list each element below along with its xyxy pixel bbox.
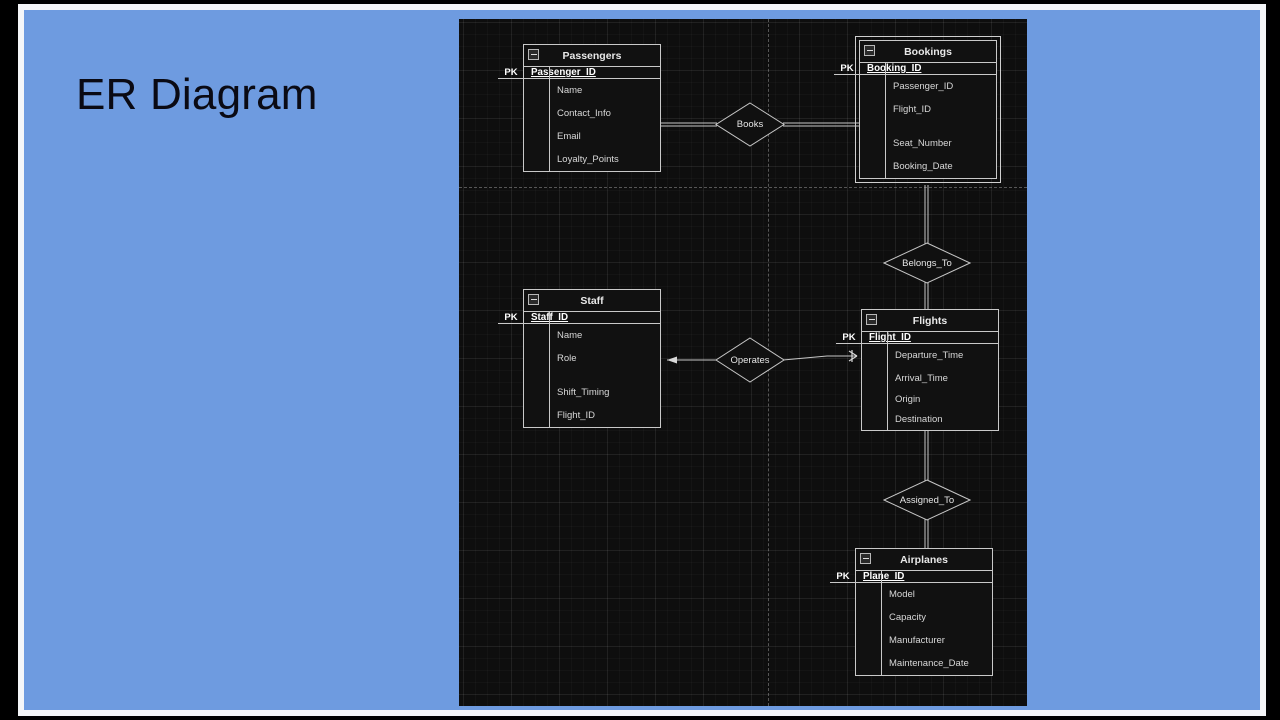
primary-key-row: PK Passenger_ID xyxy=(498,67,660,79)
relationship-label: Assigned_To xyxy=(899,494,955,506)
relationship-belongsto[interactable]: Belongs_To xyxy=(883,242,971,284)
relationship-books[interactable]: Books xyxy=(715,102,785,147)
entity-title: Passengers xyxy=(562,49,622,62)
primary-key-row: PK Staff_ID xyxy=(498,312,660,324)
attribute-list: Passenger_ID Flight_ID Seat_Number Booki… xyxy=(886,75,996,178)
entity-airplanes[interactable]: Airplanes PK Plane_ID Model Capacity Man… xyxy=(830,548,993,676)
pk-field: Booking_ID xyxy=(867,63,922,74)
attribute-spacer xyxy=(550,370,660,381)
attribute-row: Flight_ID xyxy=(557,410,596,421)
entity-title: Staff xyxy=(580,294,604,307)
entity-title: Airplanes xyxy=(900,553,948,566)
attribute-row: Passenger_ID xyxy=(893,81,954,92)
primary-key-row: PK Flight_ID xyxy=(836,332,998,344)
entity-body: PK Passenger_ID Name Contact_Info Email … xyxy=(498,67,660,171)
entity-header: Passengers xyxy=(524,45,660,67)
pk-label: PK xyxy=(840,63,854,74)
attribute-row: Origin xyxy=(895,394,921,405)
relationship-label: Books xyxy=(736,119,764,130)
attribute-row: Loyalty_Points xyxy=(557,154,619,165)
attribute-list: Model Capacity Manufacturer Maintenance_… xyxy=(882,583,992,675)
minimize-icon[interactable] xyxy=(528,49,539,60)
slide-frame: ER Diagram xyxy=(18,4,1266,716)
crowsfoot-flights xyxy=(848,350,858,362)
minimize-icon[interactable] xyxy=(866,314,877,325)
entity-staff[interactable]: Staff PK Staff_ID Name Role Shift_Timing xyxy=(498,289,661,428)
er-diagram-canvas[interactable]: Passengers PK Passenger_ID Name Contact_… xyxy=(459,19,1027,706)
key-column xyxy=(862,332,888,430)
link-flights-assignedto xyxy=(924,431,929,482)
attribute-row: Maintenance_Date xyxy=(889,658,969,669)
link-books-bookings xyxy=(783,122,859,127)
relationship-operates[interactable]: Operates xyxy=(715,337,785,383)
key-column xyxy=(524,312,550,427)
link-passengers-books xyxy=(661,122,717,127)
attribute-row: Shift_Timing xyxy=(557,387,610,398)
minimize-icon[interactable] xyxy=(860,553,871,564)
attribute-list: Departure_Time Arrival_Time Origin Desti… xyxy=(888,344,998,430)
entity-title: Flights xyxy=(912,314,948,327)
diamond-shape xyxy=(715,337,785,383)
attribute-row: Flight_ID xyxy=(893,104,932,115)
entity-header: Flights xyxy=(862,310,998,332)
entity-header: Staff xyxy=(524,290,660,312)
pk-label: PK xyxy=(842,332,856,343)
attribute-row: Seat_Number xyxy=(893,138,952,149)
diamond-shape xyxy=(883,242,971,284)
entity-body: PK Flight_ID Departure_Time Arrival_Time… xyxy=(836,332,998,430)
relationship-label: Belongs_To xyxy=(902,257,952,269)
diamond-shape xyxy=(883,479,971,521)
link-belongsto-flights xyxy=(924,281,929,309)
minimize-icon[interactable] xyxy=(528,294,539,305)
attribute-row: Name xyxy=(557,330,583,341)
link-operates-flights xyxy=(782,355,857,361)
key-column xyxy=(524,67,550,171)
attribute-row: Name xyxy=(557,85,583,96)
link-bookings-belongsto xyxy=(924,185,929,245)
entity-passengers[interactable]: Passengers PK Passenger_ID Name Contact_… xyxy=(498,44,661,172)
attribute-row: Manufacturer xyxy=(889,635,945,646)
entity-body: PK Booking_ID Passenger_ID Flight_ID Sea… xyxy=(834,63,996,178)
relationship-assignedto[interactable]: Assigned_To xyxy=(883,479,971,521)
attribute-row: Departure_Time xyxy=(895,350,964,361)
attribute-list: Name Role Shift_Timing Flight_ID xyxy=(550,324,660,427)
arrowhead-staff xyxy=(667,356,677,364)
link-assignedto-airplanes xyxy=(924,518,929,548)
attribute-row: Contact_Info xyxy=(557,108,611,119)
attribute-spacer xyxy=(886,121,996,132)
primary-key-row: PK Plane_ID xyxy=(830,571,992,583)
entity-header: Airplanes xyxy=(856,549,992,571)
pk-label: PK xyxy=(836,571,850,582)
attribute-row: Capacity xyxy=(889,612,926,623)
diamond-shape xyxy=(715,102,785,147)
page-title: ER Diagram xyxy=(76,70,318,119)
entity-body: PK Plane_ID Model Capacity Manufacturer … xyxy=(830,571,992,675)
entity-title: Bookings xyxy=(904,45,952,58)
attribute-row: Booking_Date xyxy=(893,161,953,172)
attribute-row: Destination xyxy=(895,414,943,425)
relationship-label: Operates xyxy=(730,354,770,366)
pk-field: Passenger_ID xyxy=(531,67,596,78)
pk-field: Flight_ID xyxy=(869,332,911,343)
slide-surface: ER Diagram xyxy=(24,10,1260,710)
pk-field: Plane_ID xyxy=(863,571,905,582)
attribute-row: Email xyxy=(557,131,581,142)
connector-layer xyxy=(661,122,929,548)
attribute-row: Model xyxy=(889,589,915,600)
entity-flights[interactable]: Flights PK Flight_ID Departure_Time Arri… xyxy=(836,309,999,431)
primary-key-row: PK Booking_ID xyxy=(834,63,996,75)
minimize-icon[interactable] xyxy=(864,45,875,56)
entity-body: PK Staff_ID Name Role Shift_Timing Fligh… xyxy=(498,312,660,427)
attribute-row: Role xyxy=(557,353,577,364)
pk-label: PK xyxy=(504,67,518,78)
key-column xyxy=(860,63,886,178)
pk-label: PK xyxy=(504,312,518,323)
entity-bookings[interactable]: Bookings PK Booking_ID Passenger_ID Flig… xyxy=(834,36,1001,183)
attribute-row: Arrival_Time xyxy=(895,373,948,384)
key-column xyxy=(856,571,882,675)
entity-header: Bookings xyxy=(860,41,996,63)
attribute-list: Name Contact_Info Email Loyalty_Points xyxy=(550,79,660,171)
